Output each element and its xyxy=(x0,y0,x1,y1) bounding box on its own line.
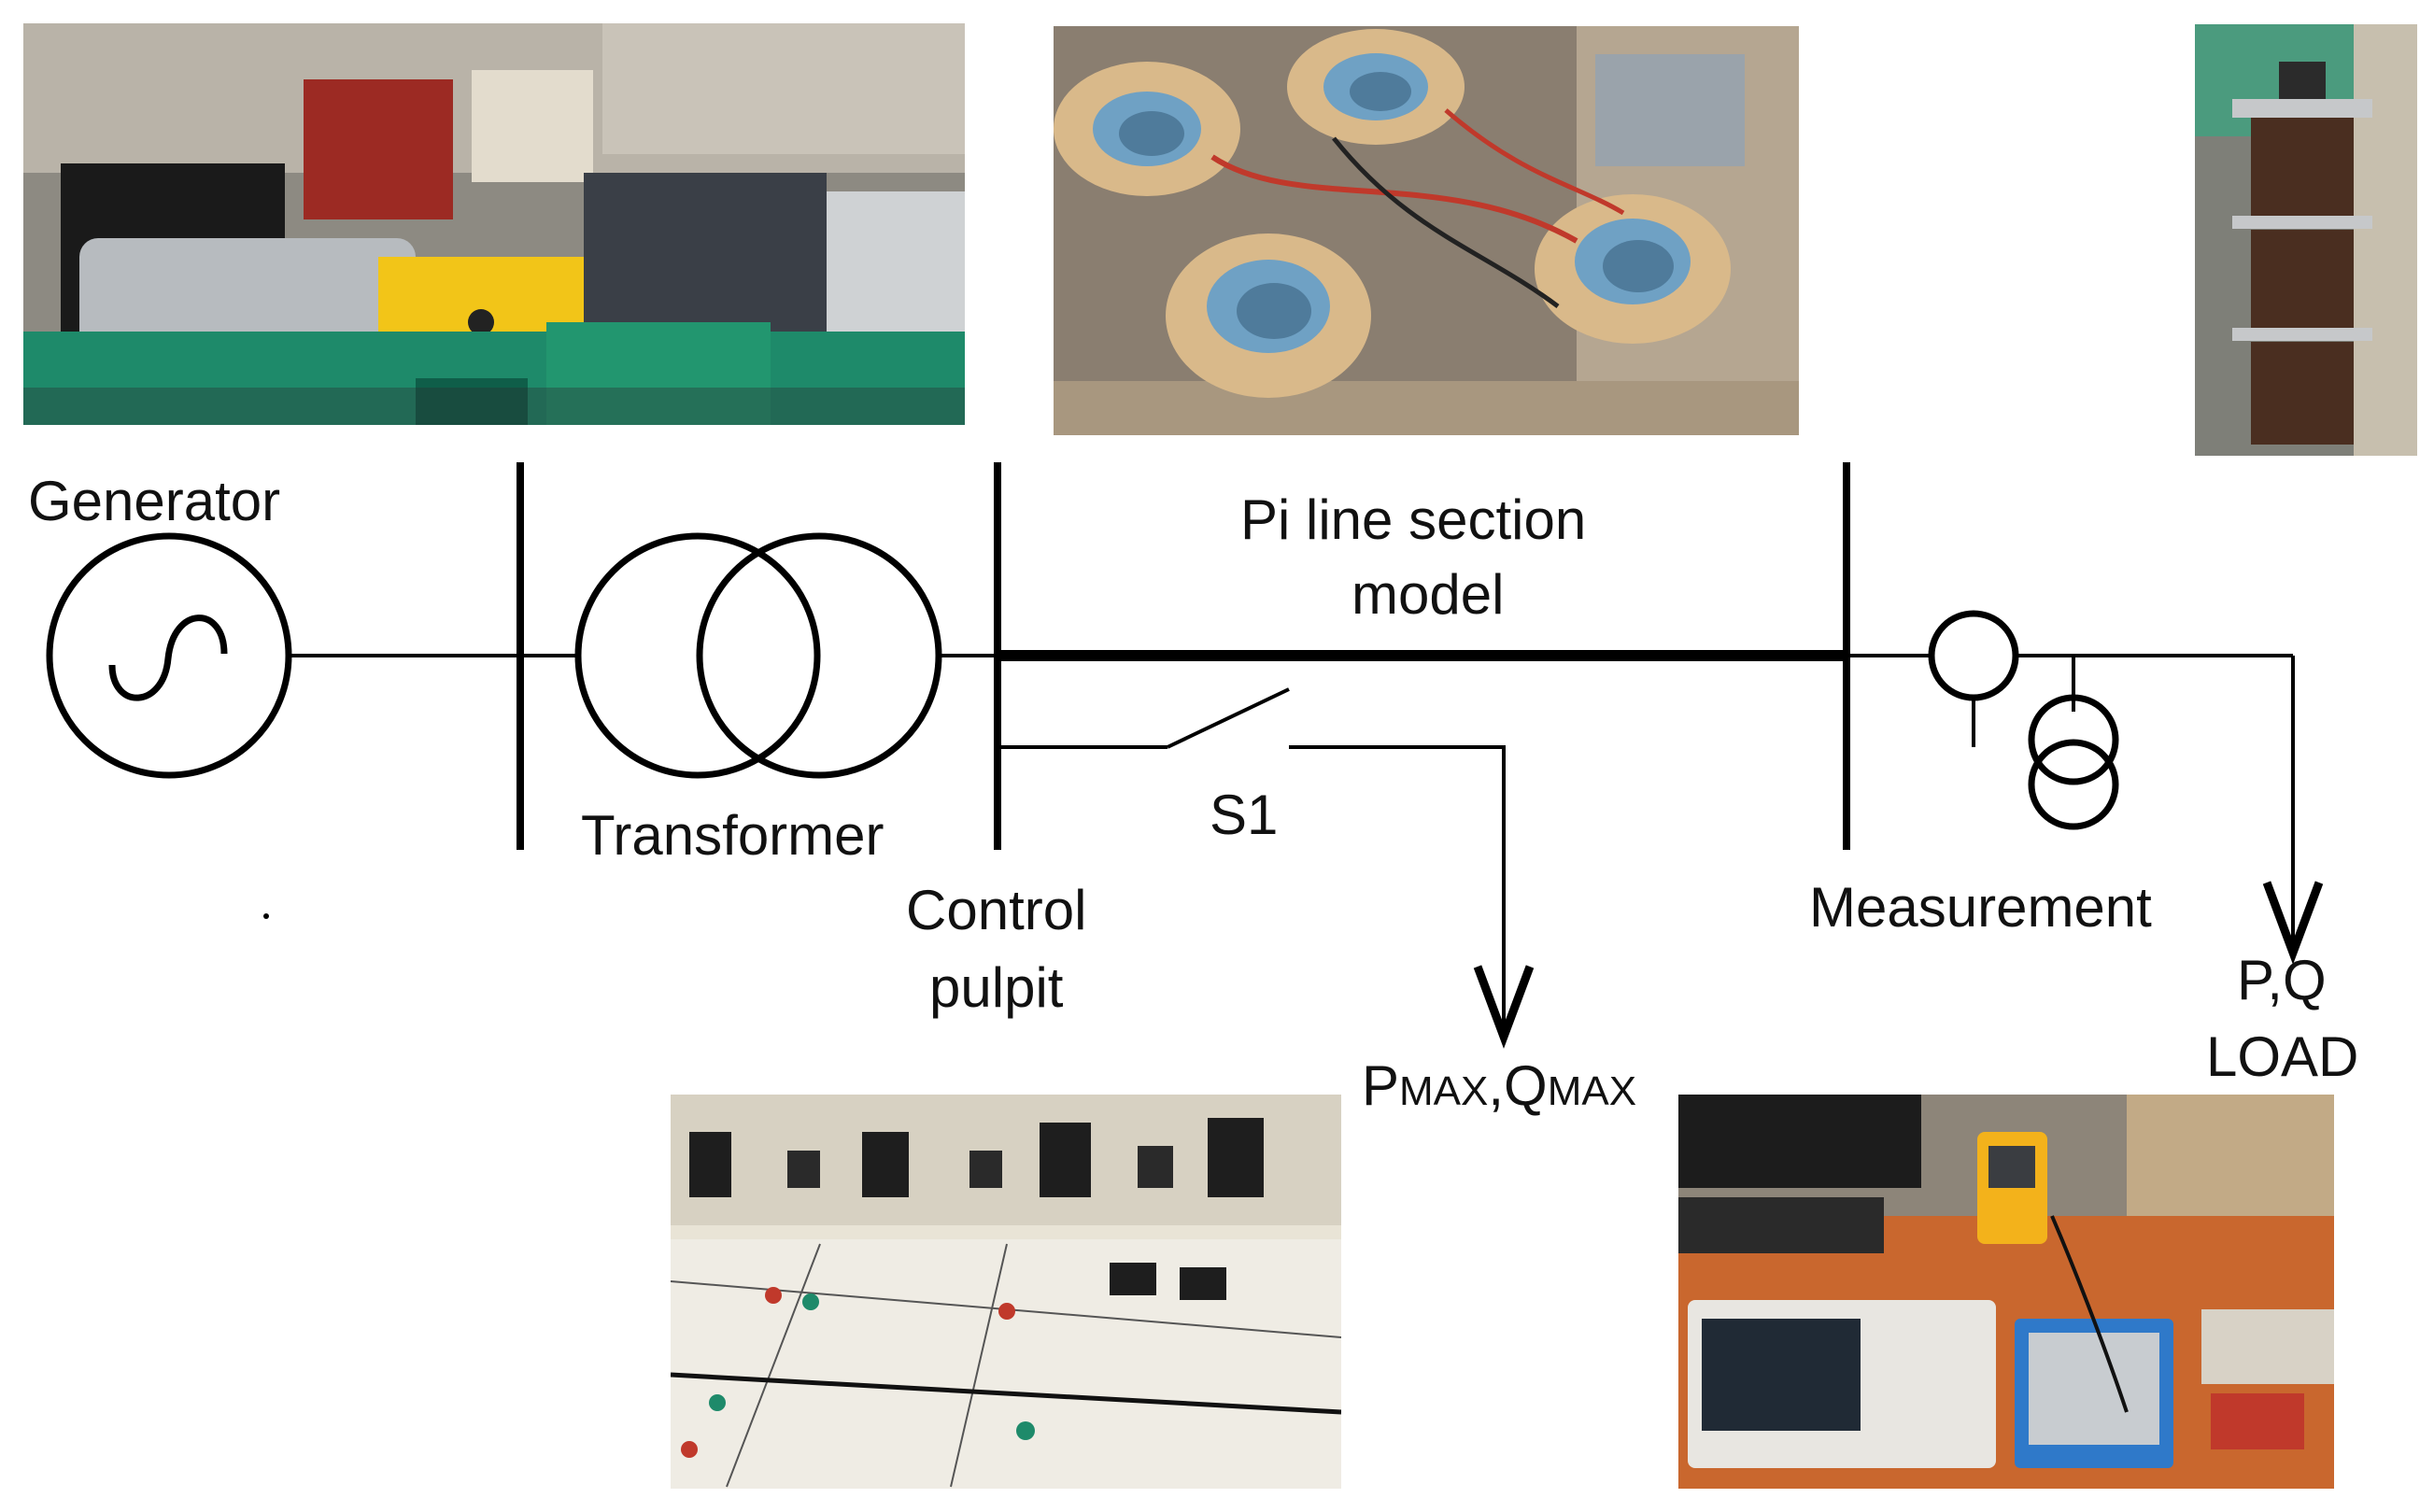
pmax-subscript: MAX xyxy=(1399,1068,1488,1114)
load-reactor-photo xyxy=(2195,24,2417,456)
control-pulpit-label-line2: pulpit xyxy=(929,956,1064,1019)
control-photo-art xyxy=(671,1095,1341,1489)
pmax-arrow-icon xyxy=(1473,965,1535,1049)
stray-dot xyxy=(263,913,269,919)
generator-photo xyxy=(23,23,965,425)
transformer-label: Transformer xyxy=(581,804,884,867)
pi-line-label-line2: model xyxy=(1351,563,1504,626)
load-pq-label: P,Q xyxy=(2237,949,2327,1011)
measurement-label: Measurement xyxy=(1809,876,2152,939)
pi-line-inductors-photo xyxy=(1054,26,1799,435)
switch-s1-blade xyxy=(1167,687,1290,749)
pmax-feeder-line xyxy=(1289,745,1506,1032)
load-label: LOAD xyxy=(2206,1025,2358,1088)
pi-line-label-line1: Pi line section xyxy=(1240,488,1586,551)
control-pulpit-photo xyxy=(671,1095,1341,1489)
transformer-winding-primary xyxy=(574,532,821,779)
measurement-equipment-photo xyxy=(1678,1095,2334,1489)
pmax-p: P xyxy=(1362,1054,1399,1117)
switch-s1-label: S1 xyxy=(1210,784,1278,846)
voltage-transformer-secondary xyxy=(2028,739,2119,830)
pi-line-photo-art xyxy=(1054,26,1799,435)
generator-photo-art xyxy=(23,23,965,425)
control-pulpit-label-line1: Control xyxy=(906,879,1086,941)
load-arrow-icon xyxy=(2262,881,2324,965)
qmax-q: ,Q xyxy=(1488,1054,1547,1117)
pmax-qmax-label: PMAX,QMAX xyxy=(1362,1054,1636,1117)
voltage-transformer-primary xyxy=(2028,694,2119,785)
generator-label: Generator xyxy=(28,470,280,532)
measurement-photo-art xyxy=(1678,1095,2334,1489)
qmax-subscript: MAX xyxy=(1548,1068,1636,1114)
sine-wave-icon xyxy=(108,615,228,701)
load-photo-art xyxy=(2195,24,2417,456)
current-transformer-symbol xyxy=(1928,610,2019,701)
